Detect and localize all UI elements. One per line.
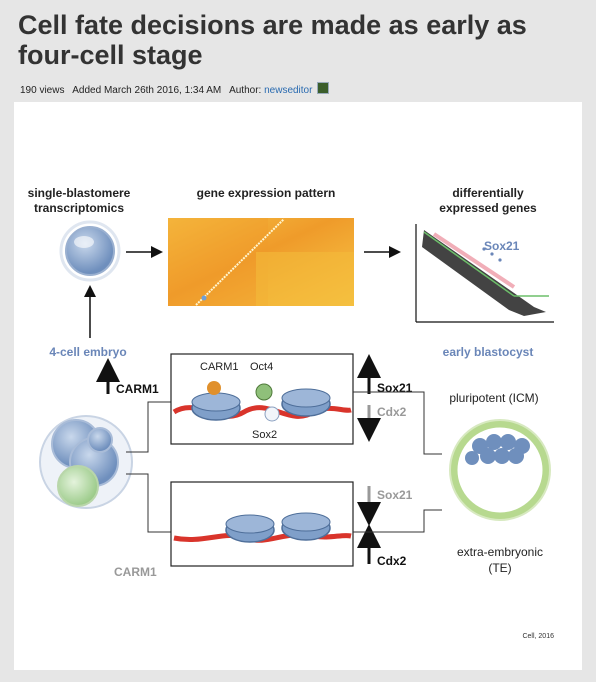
label-single-blastomere: single-blastomere	[28, 186, 131, 200]
label-gene-expression-pattern: gene expression pattern	[197, 186, 336, 200]
chromatin-closed-icon	[173, 512, 352, 543]
citation-text: Cell, 2016	[522, 633, 554, 640]
four-cell-embryo-icon	[39, 415, 133, 509]
label-oct4: Oct4	[250, 361, 273, 373]
label-transcriptomics: transcriptomics	[34, 201, 124, 215]
label-cdx2-down: Cdx2	[377, 405, 407, 419]
sox2-protein-icon	[264, 406, 280, 422]
article-title: Cell fate decisions are made as early as…	[18, 10, 527, 70]
label-pluripotent-icm: pluripotent (ICM)	[449, 391, 538, 405]
connector-upper-left	[126, 401, 171, 453]
gene-expression-heatmap	[168, 218, 354, 306]
label-sox21-up: Sox21	[377, 381, 413, 395]
label-differentially: differentially	[452, 186, 524, 200]
expression-scatter-plot	[415, 224, 554, 323]
connector-upper-right	[353, 391, 442, 455]
label-sox2: Sox2	[252, 429, 277, 441]
label-sox21-down: Sox21	[377, 488, 413, 502]
label-carm1-high: CARM1	[116, 382, 159, 396]
label-te: (TE)	[488, 561, 511, 575]
label-sox21-plot: Sox21	[484, 239, 520, 253]
oct4-protein-icon	[255, 383, 273, 401]
carm1-protein-icon	[207, 381, 221, 395]
label-extra-embryonic: extra-embryonic	[457, 545, 543, 559]
label-4-cell-embryo: 4-cell embryo	[49, 345, 126, 359]
chromatin-open-icon	[172, 381, 352, 422]
label-early-blastocyst: early blastocyst	[443, 345, 534, 359]
connector-lower-right	[353, 509, 442, 533]
label-carm1-low: CARM1	[114, 565, 157, 579]
label-cdx2-up: Cdx2	[377, 554, 407, 568]
added-date: Added March 26th 2016, 1:34 AM	[72, 85, 222, 96]
blastocyst-icon	[449, 419, 551, 521]
label-expressed-genes: expressed genes	[439, 201, 537, 215]
label-carm1-top: CARM1	[200, 361, 239, 373]
author-avatar-icon[interactable]	[317, 82, 330, 94]
single-blastomere-icon	[59, 220, 121, 282]
article-meta: 190 views Added March 26th 2016, 1:34 AM…	[20, 82, 330, 96]
author-link[interactable]: newseditor	[264, 85, 313, 96]
figure-panel: single-blastomere transcriptomics gene e…	[14, 102, 582, 670]
author-label: Author:	[229, 85, 262, 96]
figure-diagram: single-blastomere transcriptomics gene e…	[28, 186, 554, 640]
connector-lower-left	[126, 473, 171, 533]
view-count: 190 views	[20, 85, 65, 96]
